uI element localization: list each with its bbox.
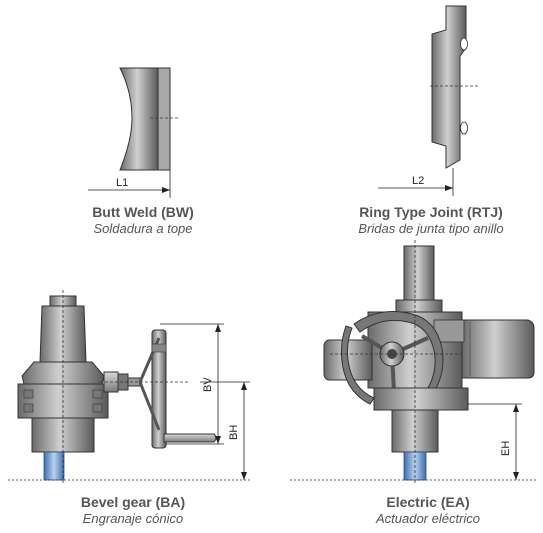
rtj-caption: Ring Type Joint (RTJ) Bridas de junta ti… (322, 204, 540, 237)
rtj-title: Ring Type Joint (RTJ) (359, 204, 503, 220)
electric-subtitle: Actuador eléctrico (375, 511, 481, 526)
electric-caption: Electric (EA) Actuador eléctrico (333, 494, 523, 527)
electric-handwheel (340, 311, 444, 405)
rtj-subtitle: Bridas de junta tipo anillo (358, 221, 504, 236)
bh-dimension-label: BH (228, 425, 240, 440)
eh-dimension-label: EH (500, 441, 512, 456)
bevel-gear-caption: Bevel gear (BA) Engranaje cónico (38, 494, 228, 527)
butt-weld-caption: Butt Weld (BW) Soldadura a tope (48, 204, 238, 237)
bevel-gear-drawing: BV BH (8, 290, 252, 484)
bevel-gear-upper-housing (39, 305, 87, 363)
bevel-gear-handwheel (138, 329, 217, 449)
bevel-gear-subtitle: Engranaje cónico (82, 511, 184, 526)
l1-dimension-label: L1 (116, 177, 128, 189)
bevel-gear-title: Bevel gear (BA) (80, 494, 186, 510)
ring-type-joint-drawing: L2 (378, 5, 478, 196)
bevel-gear-stem (43, 451, 65, 481)
butt-weld-pipe-body (119, 67, 159, 171)
electric-top-housing (403, 245, 435, 303)
bv-dimension-label: BV (202, 377, 214, 392)
butt-weld-drawing: L1 (88, 67, 180, 198)
rtj-ring-groove-bottom (460, 121, 468, 135)
butt-weld-subtitle: Soldadura a tope (93, 221, 193, 236)
rtj-flange-body (431, 5, 467, 169)
butt-weld-bevel (157, 67, 171, 171)
electric-title: Electric (EA) (386, 494, 470, 510)
electric-motor (461, 319, 535, 379)
electric-actuator-drawing: EH (290, 240, 537, 484)
butt-weld-title: Butt Weld (BW) (92, 204, 194, 220)
l2-dimension-label: L2 (412, 175, 424, 187)
rtj-ring-groove-top (460, 37, 468, 51)
